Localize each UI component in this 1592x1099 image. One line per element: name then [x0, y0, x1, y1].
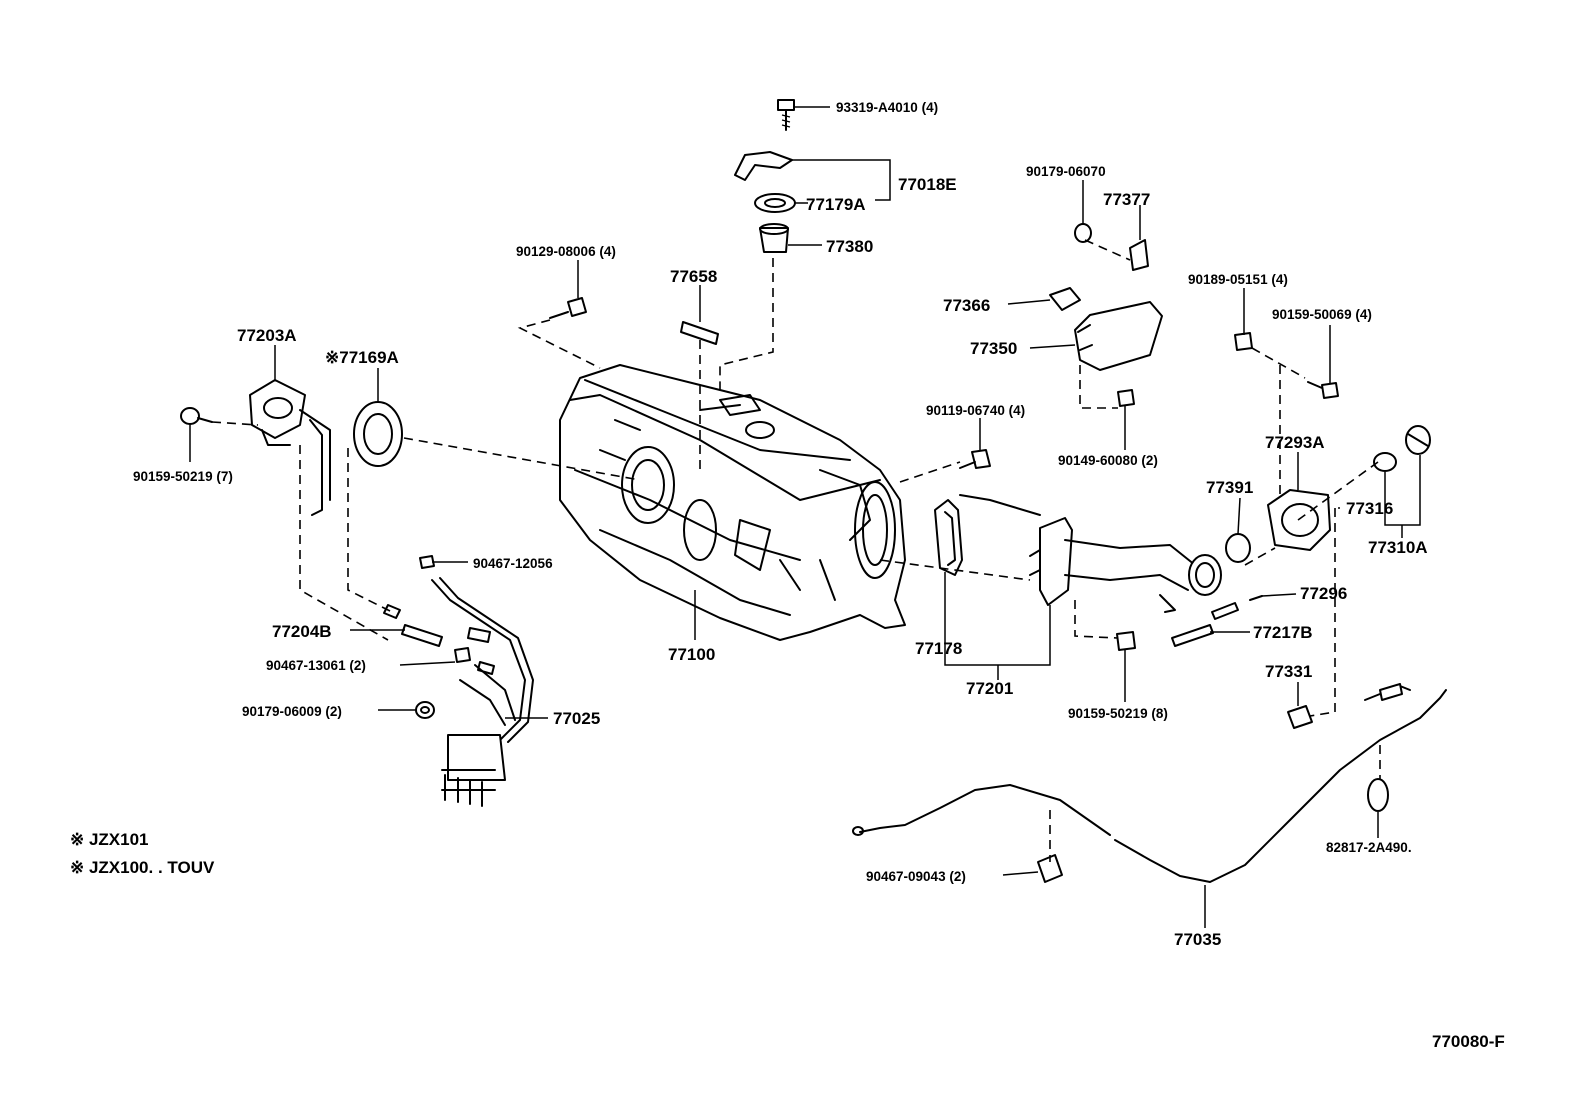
fuel-lid-77350	[1074, 301, 1163, 371]
label-90159-4: 90159-50069 (4)	[1272, 307, 1372, 322]
pump-bracket-77203A	[249, 379, 331, 516]
bolt-90159-7	[180, 407, 213, 425]
label-77178: 77178	[915, 639, 962, 658]
label-90467-09043: 90467-09043 (2)	[866, 869, 966, 884]
opener-cable-77035	[852, 683, 1447, 883]
label-93319: 93319-A4010 (4)	[836, 100, 938, 115]
label-77310A: 77310A	[1368, 538, 1428, 557]
label-90467-12056: 90467-12056	[473, 556, 553, 571]
label-77331: 77331	[1265, 662, 1312, 681]
model-notes: ※ JZX101 ※ JZX100. . TOUV	[70, 830, 215, 877]
label-77203A: 77203A	[237, 326, 297, 345]
filler-neck-77201	[934, 494, 1222, 613]
label-90159-7: 90159-50219 (7)	[133, 469, 233, 484]
o-ring-77391	[1225, 533, 1251, 563]
label-77293A: 77293A	[1265, 433, 1325, 452]
label-90467-13061: 90467-13061 (2)	[266, 658, 366, 673]
opener-77331	[1287, 705, 1313, 729]
label-77296: 77296	[1300, 584, 1347, 603]
label-77658: 77658	[670, 267, 717, 286]
assembly-lines	[211, 239, 1381, 862]
label-77169A: ※77169A	[325, 348, 399, 367]
gasket-77316	[1373, 452, 1397, 472]
label-77350: 77350	[970, 339, 1017, 358]
pad-77658	[680, 321, 719, 345]
fuel-tank-77100	[559, 364, 906, 641]
grommet-90189	[1234, 332, 1253, 351]
note-jzx101: ※ JZX101	[70, 830, 149, 849]
hose-77296	[1249, 595, 1263, 601]
label-77100: 77100	[668, 645, 715, 664]
sender-gauge-group	[734, 99, 796, 253]
bolt-90149	[1117, 389, 1135, 407]
label-90179-06070: 90179-06070	[1026, 164, 1106, 179]
label-77366: 77366	[943, 296, 990, 315]
label-77217B: 77217B	[1253, 623, 1313, 642]
label-90189: 90189-05151 (4)	[1188, 272, 1288, 287]
part-labels: 93319-A4010 (4) 77018E 77179A 77380 9012…	[133, 100, 1428, 949]
tube-assembly-77025	[419, 555, 534, 807]
figure-id: 770080-F	[1432, 1032, 1505, 1051]
hinge-77366	[1049, 287, 1081, 311]
label-90119: 90119-06740 (4)	[926, 403, 1025, 418]
label-77201: 77201	[966, 679, 1013, 698]
hose-77217B	[1171, 602, 1239, 647]
bolt-90159-8	[1116, 631, 1136, 651]
hose-77204B	[383, 604, 443, 647]
label-90129: 90129-08006 (4)	[516, 244, 616, 259]
grommet-90179-06009	[415, 701, 435, 719]
label-77380: 77380	[826, 237, 873, 256]
grommet-90179-06070	[1074, 223, 1092, 243]
leader-lines	[189, 106, 1421, 928]
label-77391: 77391	[1206, 478, 1253, 497]
clamp-82817	[1367, 778, 1389, 812]
bolt-90129	[549, 297, 587, 319]
fuel-cap-77310A	[1405, 425, 1431, 455]
clip-90467-13061	[454, 647, 495, 675]
note-jzx100-touv: ※ JZX100. . TOUV	[70, 858, 215, 877]
bracket-77377	[1129, 239, 1149, 271]
label-90179-06009: 90179-06009 (2)	[242, 704, 342, 719]
label-90149: 90149-60080 (2)	[1058, 453, 1158, 468]
label-82817: 82817-2A490.	[1326, 840, 1412, 855]
bolt-90119	[959, 449, 991, 469]
label-77018E: 77018E	[898, 175, 957, 194]
gasket-77169A	[353, 401, 403, 467]
label-77316: 77316	[1346, 499, 1393, 518]
label-77025: 77025	[553, 709, 600, 728]
label-90159-8: 90159-50219 (8)	[1068, 706, 1168, 721]
label-77179A: 77179A	[806, 195, 866, 214]
bolt-90159-4	[1307, 381, 1339, 399]
label-77204B: 77204B	[272, 622, 332, 641]
label-77035: 77035	[1174, 930, 1221, 949]
label-77377: 77377	[1103, 190, 1150, 209]
